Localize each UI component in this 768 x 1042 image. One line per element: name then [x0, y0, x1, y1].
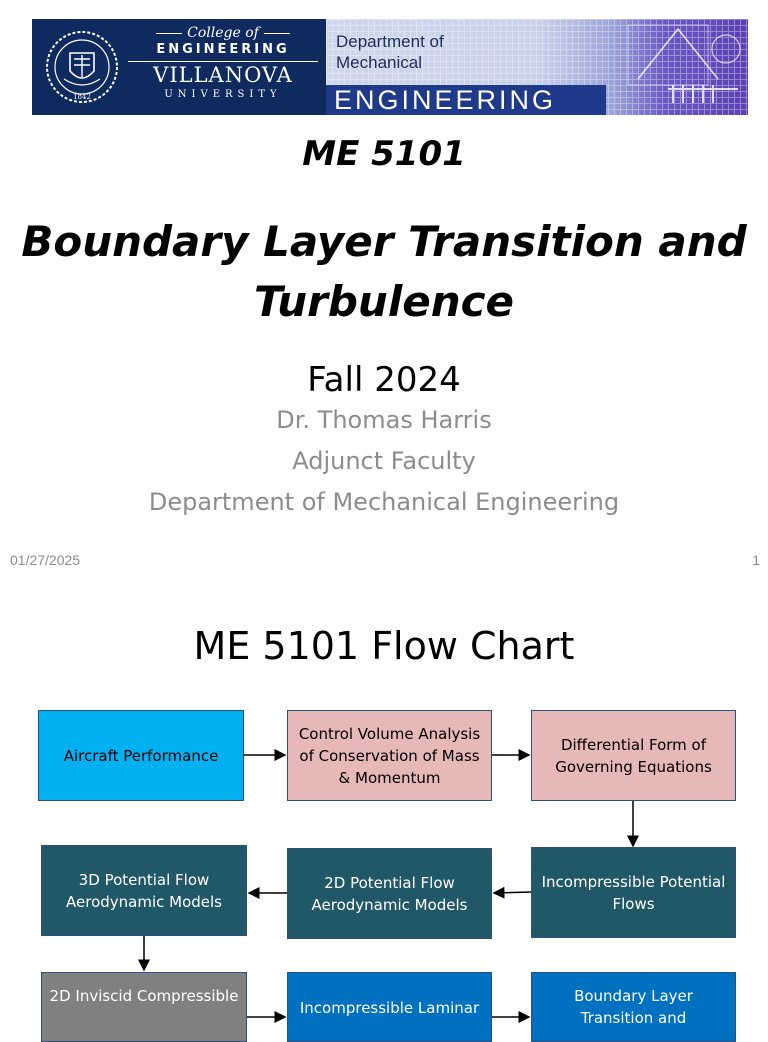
- flow-box: Aircraft Performance: [38, 710, 244, 801]
- engineering-graphic-icon: [627, 24, 741, 103]
- flow-chart-title: ME 5101 Flow Chart: [193, 624, 575, 668]
- header-banner: 1842 College of ENGINEERING VILLANOVA UN…: [32, 19, 748, 115]
- flow-box: Control Volume Analysis of Conservation …: [287, 710, 492, 801]
- university-text: UNIVERSITY: [164, 89, 282, 100]
- department-name-text: Department of Mechanical Engineering: [148, 488, 620, 516]
- flow-box: 3D Potential Flow Aerodynamic Models: [41, 845, 247, 936]
- college-logo: 1842 College of ENGINEERING VILLANOVA UN…: [32, 19, 326, 115]
- course-code: ME 5101: [302, 134, 466, 174]
- page-number: 1: [752, 552, 760, 568]
- arrow-4: [492, 886, 532, 899]
- flow-box: Differential Form of Governing Equations: [531, 710, 736, 801]
- university-seal-icon: 1842: [46, 31, 118, 103]
- flow-box: Incompressible Laminar: [287, 972, 492, 1042]
- instructor-position: Adjunct Faculty: [292, 447, 476, 475]
- course-title: Boundary Layer Transition and Turbulence: [21, 217, 747, 326]
- seal-year: 1842: [73, 93, 91, 101]
- flow-box: Incompressible Potential Flows: [531, 847, 736, 938]
- slide-date: 01/27/2025: [10, 552, 81, 568]
- department-logo: Department of Mechanical ENGINEERING: [326, 19, 748, 115]
- department-name: Department of Mechanical: [336, 32, 444, 72]
- term: Fall 2024: [307, 360, 461, 400]
- villanova-text: VILLANOVA: [153, 63, 293, 87]
- instructor-name: Dr. Thomas Harris: [276, 406, 492, 434]
- department-engineering-text: ENGINEERING: [326, 85, 606, 115]
- college-of-text: College of: [128, 25, 318, 41]
- flow-box: Boundary Layer Transition and: [531, 972, 736, 1042]
- college-engineering-text: ENGINEERING: [128, 41, 318, 62]
- flow-box: 2D Inviscid Compressible: [41, 972, 247, 1042]
- flow-box: 2D Potential Flow Aerodynamic Models: [287, 848, 492, 939]
